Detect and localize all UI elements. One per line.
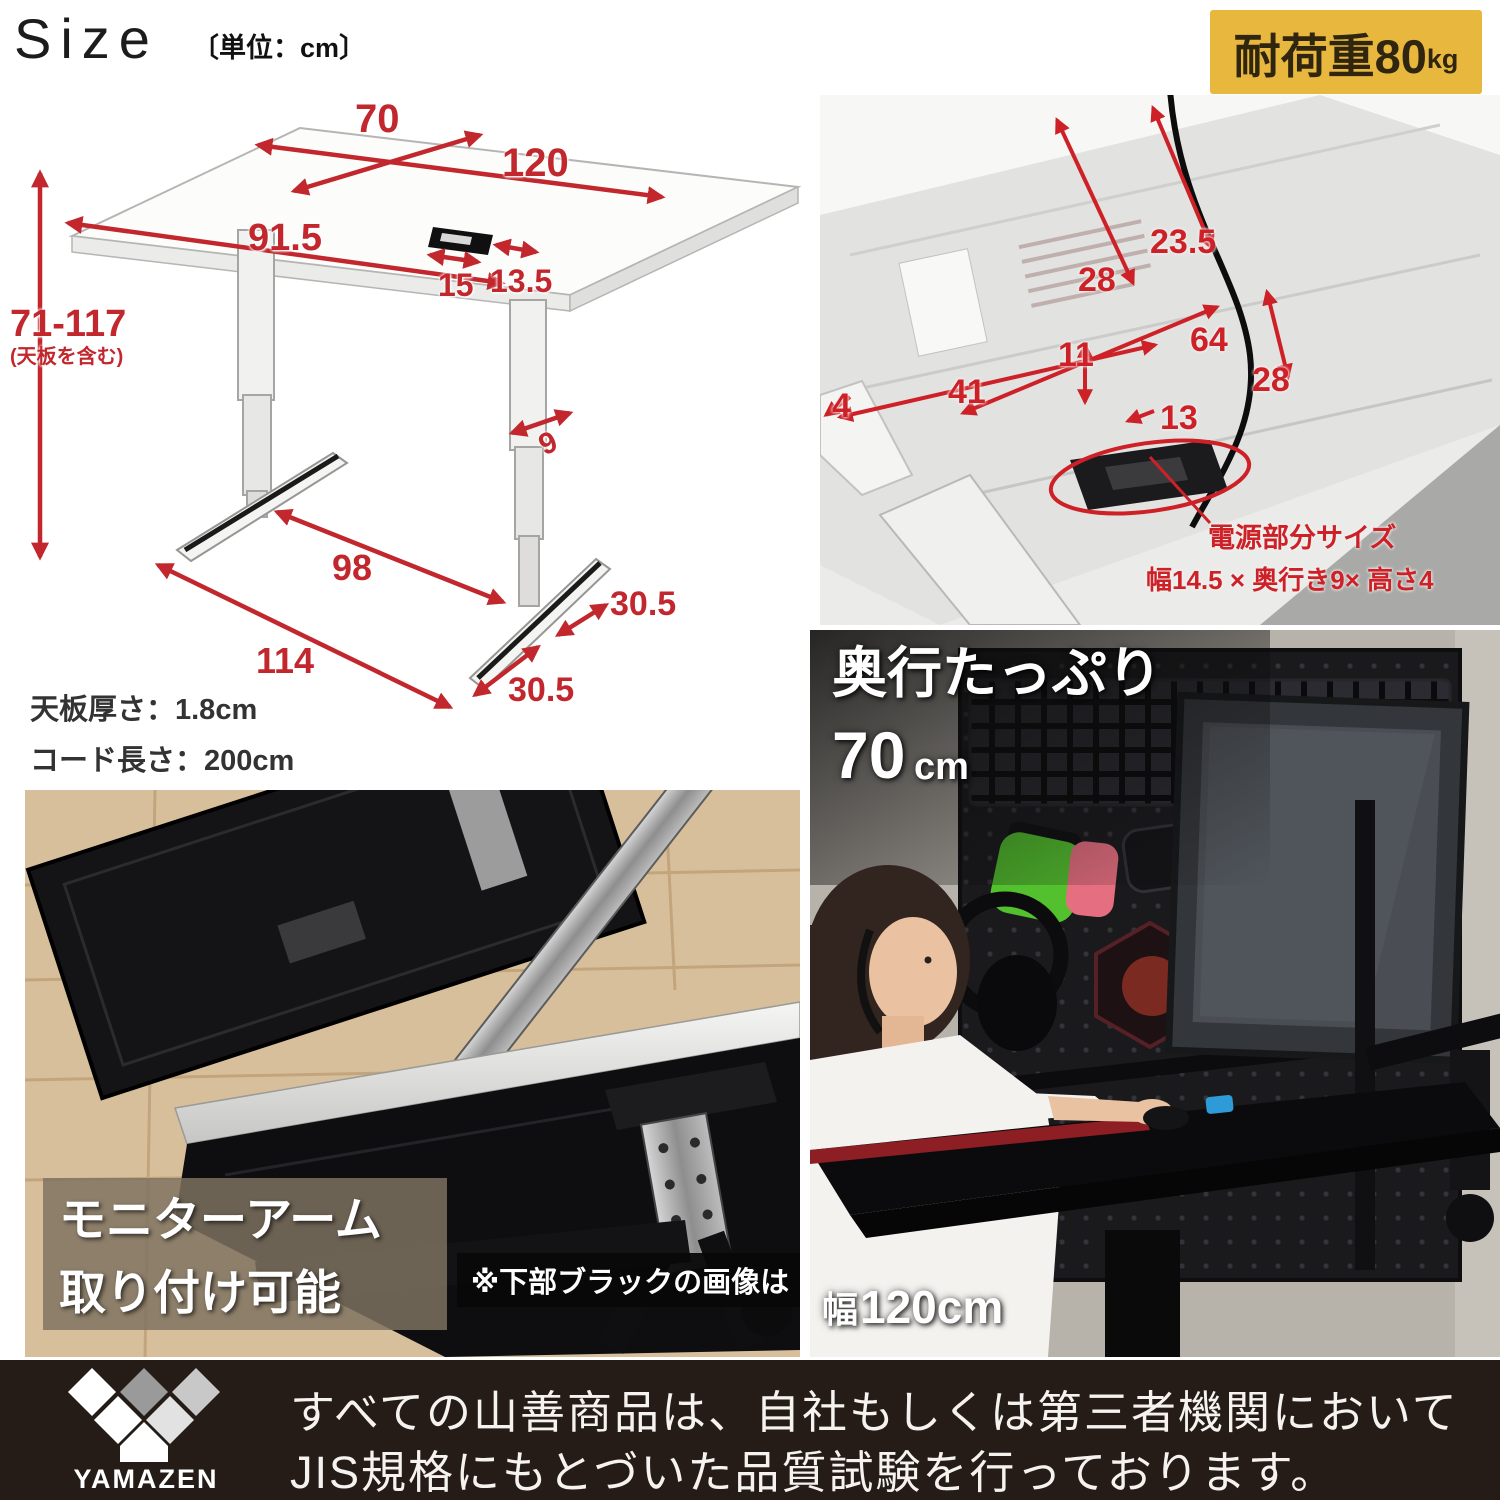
monitor-arm-caption-line2: 取り付け可能 [59, 1266, 341, 1320]
depth-value: 70 [832, 718, 906, 792]
yamazen-logo [40, 1366, 252, 1462]
depth-unit: cm [914, 746, 969, 788]
udim-28: 28 [1078, 261, 1116, 299]
dim-arrow-28 [1055, 117, 1135, 286]
monitor-arm-pole [1355, 800, 1375, 1270]
load-capacity-badge: 耐荷重80 kg [1210, 10, 1482, 94]
dim-width: 120 [502, 141, 569, 185]
width-caption-prefix: 幅 [822, 1289, 859, 1330]
gaming-desk-photo: 奥行たっぷり 70 cm 幅 120cm [810, 630, 1500, 1357]
desk-surface [810, 1082, 1500, 1357]
monitor-arm-caption-line1: モニターアーム [59, 1193, 382, 1246]
dim-arrow-foot-front [472, 644, 541, 698]
arm-clamp-knob [1446, 1194, 1494, 1242]
dim-arrow-foot-rear [554, 603, 610, 637]
dim-leg-span: 98 [332, 547, 373, 588]
udim-28-right: 28 [1252, 361, 1290, 399]
monitor-arm-caption: モニターアーム 取り付け可能 [43, 1178, 447, 1330]
dim-base-span: 114 [256, 640, 315, 681]
quality-line1: すべての山善商品は、自社もしくは第三者機関において [290, 1387, 1459, 1438]
udim-13: 13 [1160, 399, 1198, 437]
udim-4: 4 [832, 387, 851, 425]
desk-line-drawing [31, 126, 802, 710]
udim-11: 11 [1058, 336, 1094, 374]
desk-edge [174, 1001, 800, 1145]
dim-arrow-width [254, 137, 666, 205]
desk-tabletop [68, 126, 802, 313]
dim-front-width: 91.5 [248, 217, 322, 259]
power-size-value: 幅14.5 × 奥行き9× 高さ4 [1146, 565, 1434, 595]
dim-arrow-leg-span [273, 508, 507, 606]
power-leader-line [1148, 455, 1212, 525]
dim-arrow-front-width [64, 216, 506, 290]
dim-arrow-28-right [1262, 288, 1293, 381]
underside-photo: 28 23.5 64 11 41 4 13 28 電源部分サイズ 幅14.5 ×… [820, 95, 1500, 625]
monitor-arm-photo: モニターアーム 取り付け可能 ※下部ブラックの画像は [25, 790, 800, 1357]
dim-depth: 70 [355, 97, 400, 141]
quality-line2: JIS規格にもとづいた品質試験を行っております。 [290, 1447, 1338, 1498]
power-size-label: 電源部分サイズ [1208, 523, 1397, 553]
dim-arrow-4 [823, 395, 852, 417]
dim-controller-offset: 15 [438, 267, 474, 303]
udim-64: 64 [1190, 321, 1228, 359]
black-version-note-text: ※下部ブラックの画像は [470, 1267, 790, 1299]
yamazen-logo-icon [68, 1368, 220, 1462]
monitor-arm-bar [1365, 1013, 1500, 1071]
dim-arrow-leg-depth [508, 409, 574, 437]
cord-length-note: コード長さ：200cm [30, 745, 295, 777]
udim-41: 41 [948, 373, 986, 411]
dim-height-range: 71-117 [10, 303, 127, 345]
dim-arrow-41 [836, 340, 1159, 422]
dim-arrow-base-span [154, 562, 454, 710]
hand-and-mouse [1048, 1094, 1234, 1130]
size-heading: Size [14, 7, 159, 70]
floor-shadow [1260, 425, 1500, 625]
dim-foot-depth-rear: 30.5 [610, 585, 677, 623]
clamp-housing [605, 1062, 777, 1130]
size-unit-label: 〔単位：cm〕 [192, 33, 367, 63]
power-unit [1048, 438, 1252, 516]
dimension-arrows [31, 130, 666, 710]
desk-right-leg [468, 299, 612, 691]
underside-dimension-arrows [823, 105, 1293, 525]
desk-dimension-diagram: 71-117 (天板を含む) 70 120 91.5 15 13.5 9 98 … [10, 95, 810, 735]
load-capacity-unit: kg [1426, 43, 1459, 74]
width-caption-value: 120cm [860, 1281, 1004, 1333]
load-capacity-value: 耐荷重80 [1233, 29, 1427, 83]
gaming-desk-photo-art [810, 630, 1500, 1357]
dim-arrow-controller-width [492, 238, 540, 259]
dim-foot-depth-front: 30.5 [508, 671, 575, 709]
top-thickness-note: 天板厚さ：1.8cm [30, 694, 258, 726]
monitor-back [25, 790, 647, 1101]
depth-caption: 奥行たっぷり [832, 642, 1163, 704]
dim-arrow-13 [1125, 408, 1155, 424]
brand-name: YAMAZEN [73, 1464, 219, 1494]
caption-shade [810, 630, 1270, 885]
dim-arrow-controller-offset [426, 248, 482, 269]
quality-banner: YAMAZEN すべての山善商品は、自社もしくは第三者機関において JIS規格に… [0, 1360, 1500, 1500]
udim-23-5: 23.5 [1150, 223, 1217, 261]
black-version-note: ※下部ブラックの画像は [457, 1253, 800, 1307]
dim-arrow-23-5 [1150, 105, 1215, 251]
dim-height-note: (天板を含む) [10, 346, 124, 368]
underside-photo-art [820, 95, 1500, 625]
dim-controller-width: 13.5 [490, 263, 553, 299]
